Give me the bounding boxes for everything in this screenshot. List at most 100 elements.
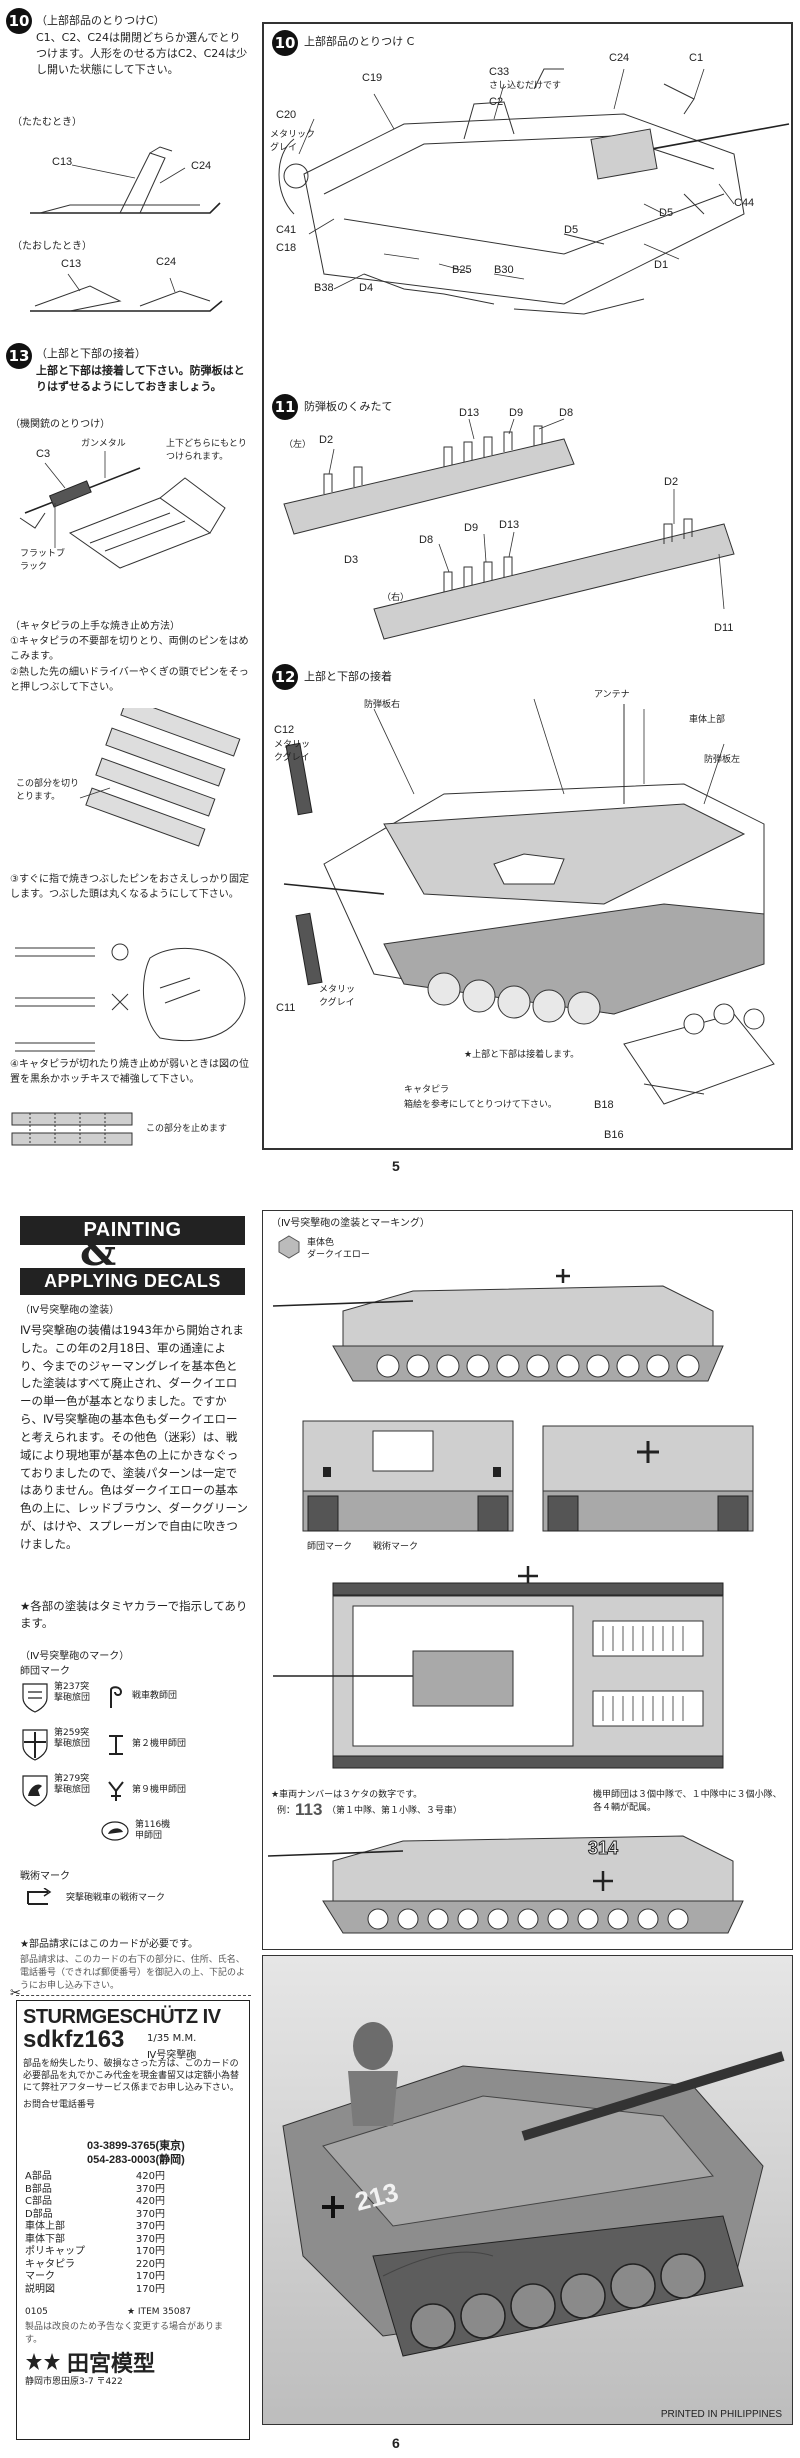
label-c13-b: C13: [61, 258, 82, 270]
price-value: 420円: [135, 2196, 165, 2207]
banner-ampersand: &: [80, 1228, 117, 1275]
price-part: A部品: [25, 2171, 52, 2182]
price-part: マーク: [25, 2271, 55, 2282]
rp10-c2: C2: [489, 96, 504, 108]
banner-painting: PAINTING: [20, 1216, 245, 1245]
rp-step-11-number: 11: [272, 394, 298, 420]
rp11-d8-a: D8: [559, 407, 574, 419]
label-gunmetal: ガンメタル: [81, 439, 126, 449]
rp10-c19: C19: [362, 72, 383, 84]
order-sub: 部品請求は、このカードの右下の部分に、住所、氏名、電話番号（できれば郵便番号）を…: [20, 1955, 246, 1992]
price-part: 車体下部: [25, 2233, 65, 2245]
price-value: 170円: [135, 2283, 165, 2295]
mg-title: （機関銃のとりつけ）: [10, 419, 111, 430]
rp12-right-skirt: 防弾板右: [364, 700, 401, 710]
painting-banner: PAINTING & APPLYING DECALS: [20, 1216, 245, 1296]
card-item: ★ ITEM 35087: [127, 2307, 192, 2317]
order-note: ★部品請求にはこのカードが必要です。: [20, 1939, 198, 1950]
rp11-d2-b: D2: [664, 476, 679, 488]
price-row: A部品 420円: [25, 2171, 165, 2184]
tac-mark-note: 戦術マーク: [373, 1542, 419, 1552]
hook-icon: [110, 1686, 123, 1708]
rp12-track: キャタピラ: [404, 1085, 450, 1095]
box-art-photo: 213 PRINTED IN PHILIPPINES: [262, 1955, 793, 2425]
rp11-d9-a: D9: [509, 407, 524, 419]
price-part: C部品: [25, 2196, 52, 2207]
rp10-d1: D1: [654, 259, 669, 271]
scissor-line: [16, 1995, 251, 1996]
rp10-c33-note: さし込むだけです: [489, 81, 562, 91]
upper-hull-diagram: [278, 68, 790, 315]
price-part: 車体上部: [25, 2221, 65, 2232]
page-number-5: 5: [392, 1158, 400, 1174]
rp11-d9-b: D9: [464, 522, 479, 534]
card-jp-name: Ⅳ号突撃砲: [147, 2050, 197, 2061]
track-step-2: ②熱した先の細いドライバーやくぎの頭でピンをそっと押しつぶして下さい。: [10, 667, 249, 693]
price-part: D部品: [25, 2208, 53, 2220]
marks-grid: 第237突撃砲旅団 戦車教師団 第259突撃砲旅団 第２機甲師団 第279突撃砲…: [20, 1682, 245, 1862]
price-row: 車体上部 370円: [25, 2221, 165, 2234]
rp10-c20: C20: [276, 109, 297, 121]
front-rear-view-diagram: [302, 1420, 754, 1532]
price-value: 370円: [135, 2221, 165, 2232]
number-explain: （第１中隊、第１小隊、３号車）: [327, 1806, 463, 1816]
rp11-left: （左）: [284, 440, 312, 450]
div-mark-note: 師団マーク: [307, 1542, 353, 1552]
scissors-icon: ✂: [10, 1986, 21, 2001]
mark-div-1: 戦車教師団: [132, 1691, 178, 1701]
step-10-text: C1、C2、C24は開閉どちらか選んでとりつけます。人形をのせる方はC2、C24…: [36, 31, 248, 76]
track-step-3: ③すぐに指で焼きつぶしたピンをおさえしっかり固定します。つぶした頭は丸くなるよう…: [10, 874, 249, 900]
track-title: （キャタピラの上手な焼き止め方法）: [10, 621, 180, 632]
tamiya-logo: 田宮模型: [25, 2346, 155, 2378]
label-c13-a: C13: [52, 156, 73, 168]
card-text: 部品を紛失したり、破損なさった方は、このカードの必要部品を丸でかこみ代金を現金書…: [23, 2059, 240, 2094]
rp10-b38: B38: [314, 282, 334, 294]
reinforce-diagram: [11, 1112, 133, 1146]
price-value: 420円: [135, 2171, 165, 2182]
paint-title: （Ⅳ号突撃砲の塗装）: [20, 1305, 120, 1316]
rp11-d11: D11: [714, 622, 734, 634]
marks-title: （Ⅳ号突撃砲のマーク）: [20, 1651, 130, 1662]
mark-unit-3: 第279突撃砲旅団: [54, 1774, 91, 1796]
step-10-number: 10: [6, 8, 32, 34]
stop-note: この部分を止めます: [146, 1124, 228, 1134]
rp12-c12: C12: [274, 724, 295, 736]
rp12-antenna: アンテナ: [594, 690, 630, 700]
rp-step-11-title: 防弾板のくみたて: [304, 400, 393, 413]
rp10-d5-a: D5: [659, 207, 674, 219]
card-footnote: 製品は改良のため予告なく変更する場合があります。: [25, 2322, 224, 2346]
price-value: 370円: [135, 2233, 165, 2245]
mark-unit-2: 第259突撃砲旅団: [54, 1728, 91, 1750]
side-view-diagram: [272, 1269, 724, 1382]
rp12-metallic-gray-a: メタリックグレイ: [274, 740, 311, 764]
top-view-diagram: [273, 1566, 724, 1769]
mark-unit-1: 第237突撃砲旅団: [54, 1682, 91, 1704]
page-6: PAINTING & APPLYING DECALS （Ⅳ号突撃砲の塗装） Ⅳ号…: [0, 1210, 800, 2458]
step-13-number: 13: [6, 343, 32, 369]
rp10-c18: C18: [276, 242, 297, 254]
cut-note: この部分を切りとります。: [16, 779, 80, 803]
rp-step-10-number: 10: [272, 30, 298, 56]
mark-div-2: 第２機甲師団: [132, 1739, 187, 1749]
price-part: B部品: [25, 2183, 52, 2195]
card-phone-label: お問合せ電話番号: [23, 2099, 96, 2110]
rp11-d3: D3: [344, 554, 359, 566]
rp10-c24: C24: [609, 52, 630, 64]
label-c24-a: C24: [191, 160, 212, 172]
y-rune-icon: [108, 1781, 124, 1801]
armor-skirt-diagram: [283, 418, 735, 640]
rp-step-10-title: 上部部品のとりつけ C: [304, 35, 415, 48]
rp12-box-note: 箱絵を参考にしてとりつけて下さい。: [404, 1100, 557, 1110]
tank-photo-illustration: 213: [263, 1956, 792, 2424]
step-13-text: 上部と下部は接着して下さい。防弾板はとりはずせるようにしておきましょう。: [36, 364, 245, 393]
rp-step-12-title: 上部と下部の接着: [304, 670, 392, 683]
paint-text: Ⅳ号突撃砲の装備は1943年から開始されました。この年の2月18日、軍の通達によ…: [20, 1323, 248, 1551]
price-row: 車体下部 370円: [25, 2234, 165, 2247]
price-value: 220円: [135, 2258, 165, 2270]
number-example: 例：: [277, 1806, 296, 1816]
number-value: 113: [295, 1800, 323, 1819]
